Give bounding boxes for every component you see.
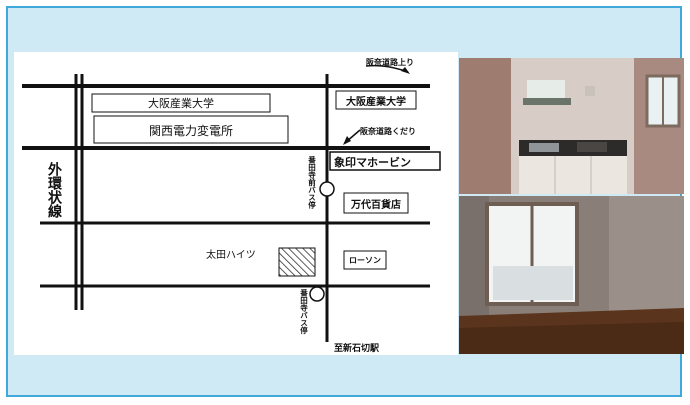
label-univ-2: 大阪産業大学 bbox=[346, 95, 406, 108]
label-lawson: ローソン bbox=[349, 256, 381, 265]
box-univ-1 bbox=[91, 93, 271, 113]
arrow-down-road-head bbox=[343, 136, 351, 145]
label-ota-heights: 太田ハイツ bbox=[206, 248, 256, 261]
label-univ-1: 大阪産業大学 bbox=[148, 96, 214, 110]
label-direction: 至新石切駅 bbox=[334, 342, 380, 354]
box-lawson bbox=[343, 250, 387, 270]
room-photo bbox=[459, 196, 684, 354]
label-bus-stop-lower: 番田寺バス停 bbox=[299, 288, 308, 336]
label-mandai: 万代百貨店 bbox=[350, 198, 401, 211]
ota-heights-building bbox=[278, 247, 316, 277]
box-univ-2 bbox=[335, 90, 417, 110]
box-zojirushi bbox=[329, 151, 441, 171]
label-hanna-up: 阪奈道路上り bbox=[366, 57, 414, 67]
label-substation: 関西電力変電所 bbox=[149, 123, 233, 138]
box-mandai bbox=[343, 192, 409, 214]
label-zojirushi: 象印マホービン bbox=[334, 155, 411, 169]
bus-stop-upper-marker bbox=[319, 181, 335, 197]
map-drawing: 阪奈道路上り 阪奈道路くだり 大阪産業大学 関西電力変電所 大阪産業大学 象印マ… bbox=[22, 57, 441, 354]
label-hanna-down: 阪奈道路くだり bbox=[360, 126, 416, 136]
label-ring-road: 外環状線 bbox=[46, 161, 62, 219]
label-bus-stop-upper: 番田寺前バス停 bbox=[307, 155, 316, 210]
access-map: 阪奈道路上り 阪奈道路くだり 大阪産業大学 関西電力変電所 大阪産業大学 象印マ… bbox=[14, 52, 458, 355]
arrow-up-road-head bbox=[401, 67, 410, 74]
box-substation bbox=[93, 115, 289, 144]
bus-stop-lower-marker bbox=[309, 286, 325, 302]
kitchen-photo bbox=[459, 58, 684, 194]
